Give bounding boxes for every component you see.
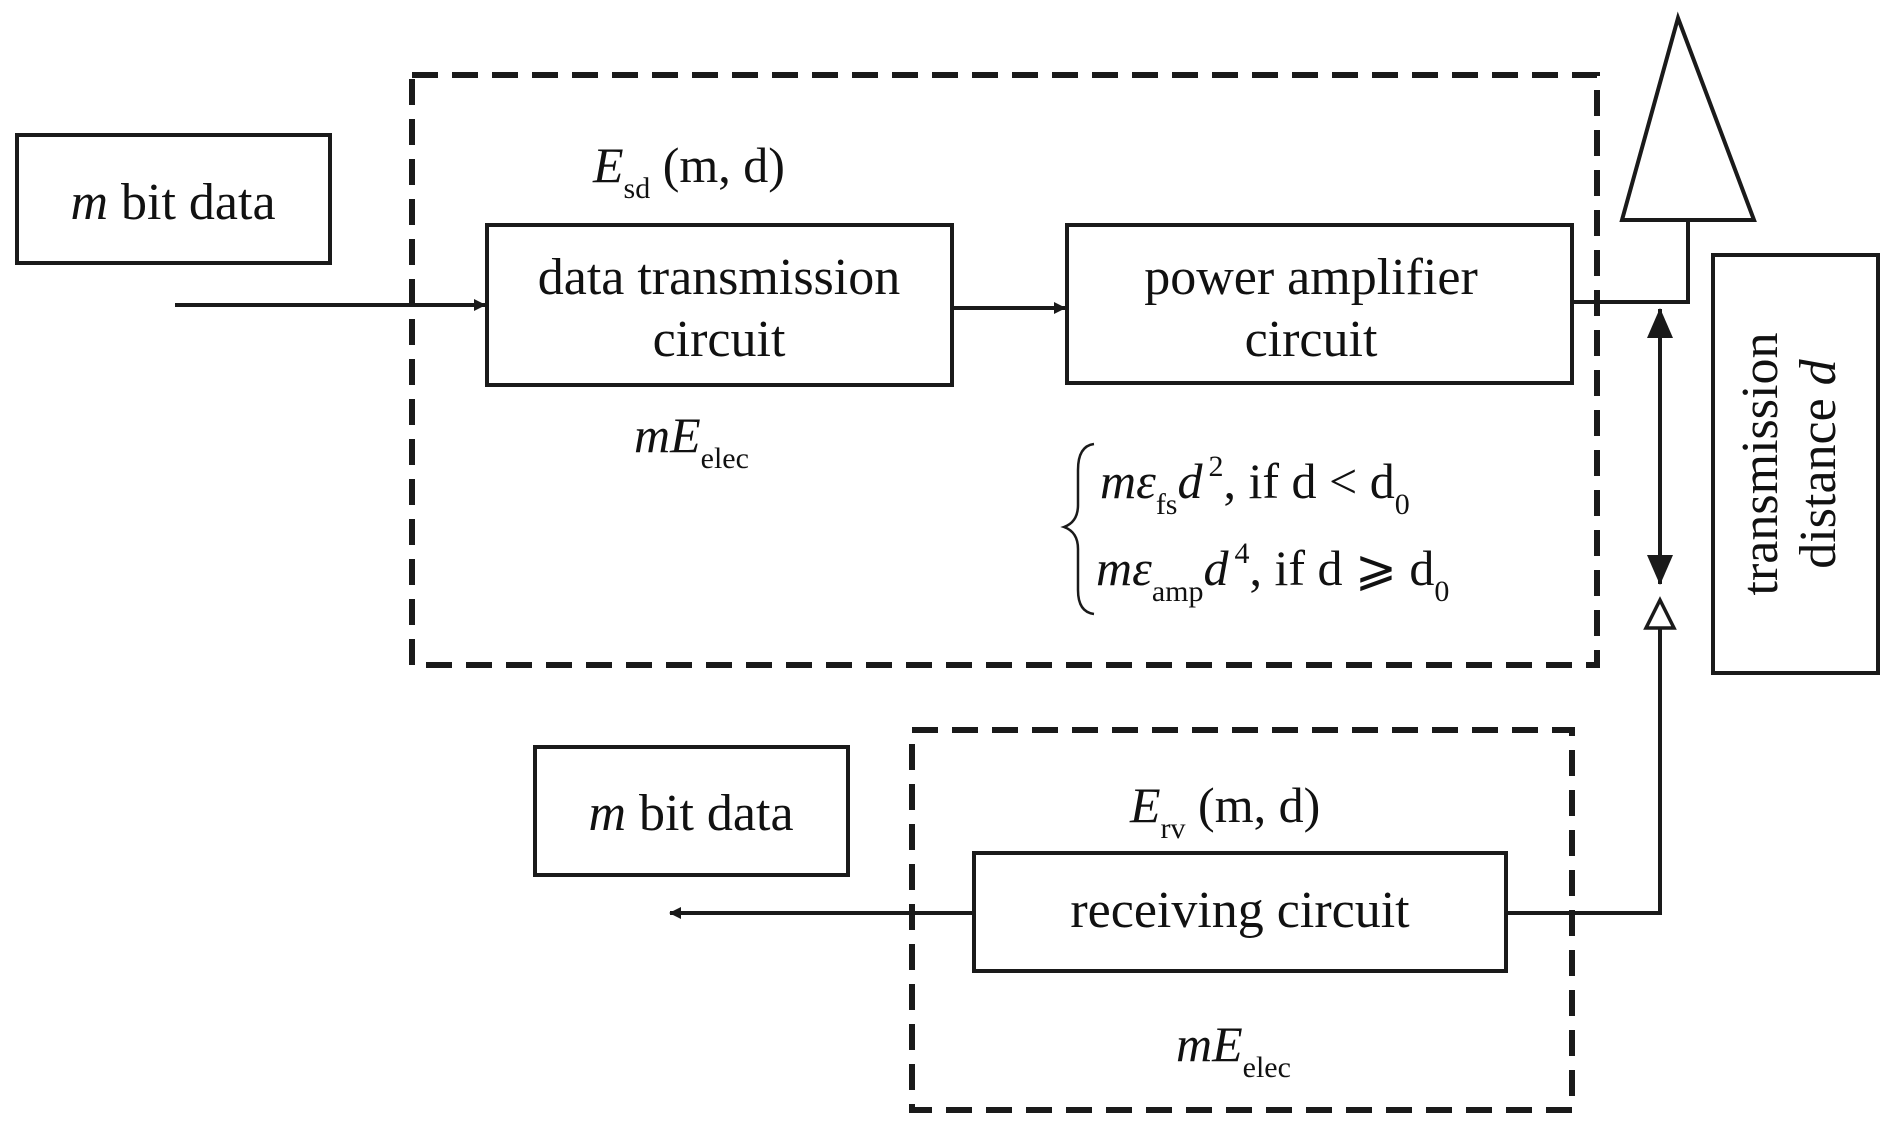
transmission-distance-box: transmission distance d: [1711, 253, 1880, 675]
distance-line1: transmission: [1732, 333, 1789, 596]
distance-d-var: d: [1790, 358, 1847, 385]
data-tx-line1: data transmission: [538, 249, 901, 306]
receiving-circuit: receiving circuit: [972, 851, 1508, 973]
send-energy-label: Esd (m, d): [592, 137, 785, 205]
piecewise-brace: [1060, 442, 1095, 616]
output-m-var: m: [588, 785, 626, 842]
data-transmission-circuit: data transmission circuit: [485, 223, 954, 387]
distance-arrow-down-head: [1647, 555, 1673, 585]
distance-line2-text: distance: [1790, 385, 1847, 568]
power-amplifier-circuit: power amplifier circuit: [1065, 223, 1574, 385]
receive-energy-label: Erv (m, d): [1129, 777, 1320, 845]
input-bit-data-label: bit data: [108, 174, 276, 231]
input-m-var: m: [70, 174, 108, 231]
rx-elec-energy-label: mEelec: [1176, 1016, 1291, 1084]
distance-arrow-up-head: [1647, 308, 1673, 338]
amp-to-antenna-wire: [1572, 222, 1690, 304]
receive-open-arrowhead: [1643, 596, 1677, 630]
svg-text:distance d: distance d: [1790, 358, 1847, 568]
receiver-region: [909, 727, 1575, 1113]
svg-text:m bit data: m bit data: [588, 785, 793, 842]
transmitter-region: [409, 72, 1600, 668]
antenna-icon: [1619, 11, 1757, 222]
power-amp-line1: power amplifier: [1144, 249, 1478, 306]
power-amp-line2: circuit: [1245, 311, 1378, 368]
tx-elec-energy-label: mEelec: [634, 407, 749, 475]
output-data-box: m bit data: [533, 745, 850, 877]
receiving-circuit-label: receiving circuit: [1070, 882, 1410, 939]
output-bit-data-label: bit data: [626, 785, 794, 842]
svg-text:m bit data: m bit data: [70, 174, 275, 231]
data-tx-line2: circuit: [653, 311, 786, 368]
receive-wire: [1506, 628, 1662, 915]
input-data-box: m bit data: [15, 133, 332, 265]
